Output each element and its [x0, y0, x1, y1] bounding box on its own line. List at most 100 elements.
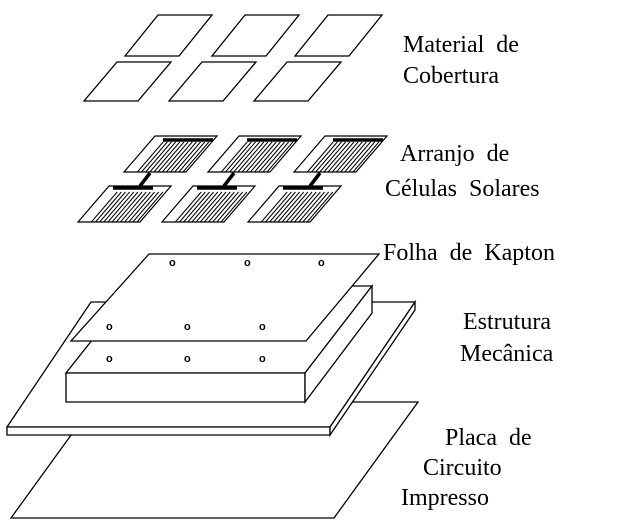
cover-square — [293, 14, 384, 57]
label-cover-line1: Material de — [403, 32, 519, 58]
cell-stripe — [95, 191, 122, 223]
cell-interconnect — [222, 171, 236, 188]
cell-stripe — [250, 141, 277, 173]
cell-stripe — [199, 191, 227, 223]
cell-stripe — [233, 141, 260, 173]
label-pcb-line3: Impresso — [401, 485, 489, 511]
hole-mark: o — [318, 257, 325, 269]
cell-stripe — [229, 141, 256, 173]
label-pcb-line2: Circuito — [423, 455, 502, 481]
label-structure-line2: Mecânica — [460, 341, 554, 367]
cell-stripe — [90, 191, 118, 223]
cell-stripe — [281, 191, 309, 223]
cell-stripe — [269, 191, 296, 223]
cell-stripe — [340, 141, 367, 173]
cover-square — [210, 14, 301, 57]
cell-stripe — [225, 141, 252, 173]
cell-stripe — [191, 191, 219, 223]
label-cells-line1: Arranjo de — [400, 141, 509, 167]
cell-stripe — [327, 141, 355, 173]
label-kapton: Folha de Kapton — [383, 240, 555, 266]
cell-stripe — [241, 141, 269, 173]
hole-mark: o — [169, 257, 176, 269]
cell-stripe — [254, 141, 281, 173]
hole-mark: o — [106, 353, 113, 365]
cell-stripe — [315, 141, 342, 173]
cell-stripe — [344, 141, 371, 173]
cell-stripe — [245, 141, 273, 173]
cell-interconnect — [138, 171, 152, 188]
cell-stripe — [352, 141, 380, 173]
cover-square — [167, 61, 258, 102]
structure-base-side — [329, 299, 416, 438]
cell-stripe — [174, 141, 201, 173]
cell-stripe — [195, 191, 223, 223]
cell-stripe — [319, 141, 346, 173]
cell-stripe — [208, 191, 235, 223]
structure-block-side — [304, 284, 373, 404]
cell-stripe — [149, 141, 176, 173]
cell-stripe — [107, 191, 135, 223]
cover-square — [123, 14, 214, 57]
cell-stripe — [348, 141, 376, 173]
cell-stripe — [182, 141, 210, 173]
cell-stripe — [237, 141, 265, 173]
cell-stripe — [285, 191, 313, 223]
cell-stripe — [294, 191, 321, 223]
cell-stripe — [311, 141, 338, 173]
cell-stripe — [266, 141, 294, 173]
cell-stripe — [145, 141, 172, 173]
cell-stripe — [336, 141, 363, 173]
cell-stripe — [161, 141, 189, 173]
cell-stripe — [111, 191, 139, 223]
cell-stripe — [170, 141, 197, 173]
mounting-holes: o o o o o o o o o — [106, 257, 325, 365]
cell-stripe — [178, 141, 206, 173]
cell-stripe — [136, 141, 164, 173]
cell-stripe — [265, 191, 292, 223]
cell-stripe — [187, 191, 214, 223]
cell-stripe — [331, 141, 359, 173]
cell-stripe — [153, 141, 181, 173]
cell-stripe — [124, 191, 151, 223]
cell-stripe — [103, 191, 130, 223]
cell-interconnect — [308, 171, 322, 188]
cover-material-layer — [82, 14, 384, 102]
cell-stripe — [220, 191, 248, 223]
solar-cell-array-layer — [76, 135, 389, 223]
cell-stripe — [120, 191, 147, 223]
cell-stripe — [306, 141, 334, 173]
label-cells-line2: Células Solares — [385, 176, 540, 202]
cell-stripe — [136, 191, 164, 223]
label-structure-line1: Estrutura — [463, 309, 551, 335]
kapton-sheet — [69, 253, 381, 342]
cell-stripe — [290, 191, 317, 223]
cell-stripe — [157, 141, 185, 173]
cell-stripe — [212, 191, 239, 223]
cell-stripe — [166, 141, 193, 173]
cover-square — [252, 61, 343, 102]
hole-mark: o — [259, 353, 266, 365]
cell-stripe — [216, 191, 244, 223]
layer-labels: Material de Cobertura Arranjo de Células… — [383, 32, 555, 511]
cell-stripe — [260, 191, 288, 223]
cell-stripe — [204, 191, 231, 223]
cell-stripe — [323, 141, 351, 173]
kapton-sheet-layer — [69, 253, 381, 342]
cell-stripe — [132, 191, 160, 223]
cover-square — [82, 61, 173, 102]
hole-mark: o — [184, 353, 191, 365]
cell-stripe — [128, 191, 155, 223]
cell-stripe — [262, 141, 290, 173]
cell-stripe — [258, 141, 285, 173]
structure-block-front — [65, 372, 306, 403]
cell-stripe — [277, 191, 305, 223]
cell-stripe — [99, 191, 126, 223]
hole-mark: o — [244, 257, 251, 269]
cell-stripe — [302, 191, 330, 223]
cell-stripe — [273, 191, 300, 223]
cell-stripe — [115, 191, 143, 223]
cell-stripe — [174, 191, 202, 223]
